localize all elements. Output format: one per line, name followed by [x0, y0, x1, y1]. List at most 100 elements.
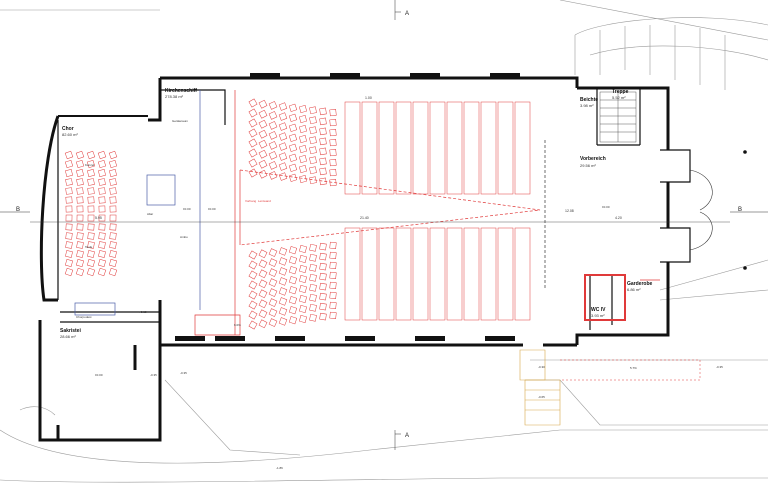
- chair: [108, 159, 118, 169]
- chair: [299, 115, 307, 123]
- room-beichte-area: 3.98 m²: [580, 103, 594, 108]
- chair: [97, 267, 107, 277]
- level-outside-bottom: -1.86: [276, 466, 283, 470]
- ramp: [524, 379, 561, 426]
- chair: [278, 162, 288, 171]
- level-outside-right: -0.35: [716, 365, 723, 369]
- chair: [299, 155, 307, 163]
- chair: [288, 276, 298, 285]
- chair: [268, 288, 278, 297]
- chair: [76, 214, 84, 222]
- chair: [75, 159, 85, 169]
- chair: [329, 241, 337, 249]
- chair: [268, 171, 278, 180]
- chair: [278, 172, 288, 181]
- chair: [268, 151, 278, 160]
- chair: [248, 118, 258, 128]
- chair: [299, 295, 307, 303]
- chair: [319, 312, 327, 321]
- chair: [98, 223, 106, 231]
- chair: [278, 257, 288, 266]
- chair: [299, 165, 307, 173]
- section-b-left: B: [16, 207, 20, 213]
- chair: [98, 250, 106, 258]
- chair: [76, 241, 84, 249]
- chair: [87, 250, 95, 258]
- pews-top: [344, 101, 531, 195]
- chair: [309, 136, 317, 145]
- room-garderobe-area: 6.86 m²: [627, 287, 641, 292]
- chair: [64, 258, 74, 268]
- dim-width-right: 4.20: [615, 216, 622, 220]
- chair: [288, 153, 298, 162]
- chair: [108, 258, 118, 268]
- chair: [258, 279, 268, 289]
- chair: [329, 251, 337, 259]
- chair: [87, 187, 95, 195]
- chair: [248, 320, 258, 330]
- chair: [278, 297, 288, 306]
- chair: [97, 150, 107, 160]
- dim-center-length: 21.40: [360, 216, 369, 220]
- chair: [76, 187, 84, 195]
- chair: [299, 265, 307, 273]
- chair: [248, 280, 258, 290]
- chair: [329, 109, 337, 117]
- chair: [319, 302, 327, 311]
- chair: [258, 109, 268, 119]
- label-vorhang: Vorhang: [245, 199, 257, 203]
- chair: [329, 291, 337, 299]
- chair: [65, 250, 73, 258]
- chair: [248, 108, 258, 118]
- chair: [258, 119, 268, 129]
- chair: [309, 106, 317, 115]
- chair: [86, 258, 96, 268]
- chair: [288, 296, 298, 305]
- chair: [109, 223, 117, 231]
- chair: [278, 317, 288, 326]
- blue-lines: [74, 90, 201, 316]
- chair: [309, 273, 317, 282]
- chair: [319, 292, 327, 301]
- chair: [248, 290, 258, 300]
- chair: [108, 267, 118, 277]
- chair: [64, 159, 74, 169]
- chair: [299, 245, 307, 253]
- chair: [258, 259, 268, 269]
- chair: [309, 126, 317, 135]
- chair: [329, 179, 337, 187]
- dim-left-seg: 5.95: [95, 216, 102, 220]
- chair: [319, 157, 327, 166]
- chair: [288, 173, 298, 182]
- chair: [288, 306, 298, 315]
- chair: [319, 127, 327, 136]
- chair: [309, 116, 317, 125]
- chair: [329, 149, 337, 157]
- chair: [75, 267, 85, 277]
- chair: [87, 169, 95, 177]
- label-taufe: Taufe: [85, 245, 93, 249]
- room-wc-name: WC IV: [591, 307, 606, 313]
- chair: [329, 281, 337, 289]
- chair: [108, 150, 118, 160]
- chair: [299, 315, 307, 323]
- chair: [299, 125, 307, 133]
- chair: [268, 248, 278, 257]
- chair: [299, 305, 307, 313]
- chair: [278, 152, 288, 161]
- chair: [258, 139, 268, 149]
- chair: [248, 168, 258, 178]
- level-chor: +0.15: [139, 310, 147, 314]
- room-sakristei-area: 28.66 m²: [60, 334, 76, 339]
- room-chor-name: Chor: [62, 126, 74, 132]
- section-b-right: B: [738, 207, 742, 213]
- chair: [258, 249, 268, 259]
- chair: [87, 223, 95, 231]
- chair: [98, 196, 106, 204]
- chair: [278, 122, 288, 131]
- chair: [288, 143, 298, 152]
- chair: [75, 258, 85, 268]
- chair: [98, 241, 106, 249]
- room-garderobe-name: Garderobe: [627, 281, 653, 287]
- room-kirchenschiff-area: 278.38 m²: [165, 94, 184, 99]
